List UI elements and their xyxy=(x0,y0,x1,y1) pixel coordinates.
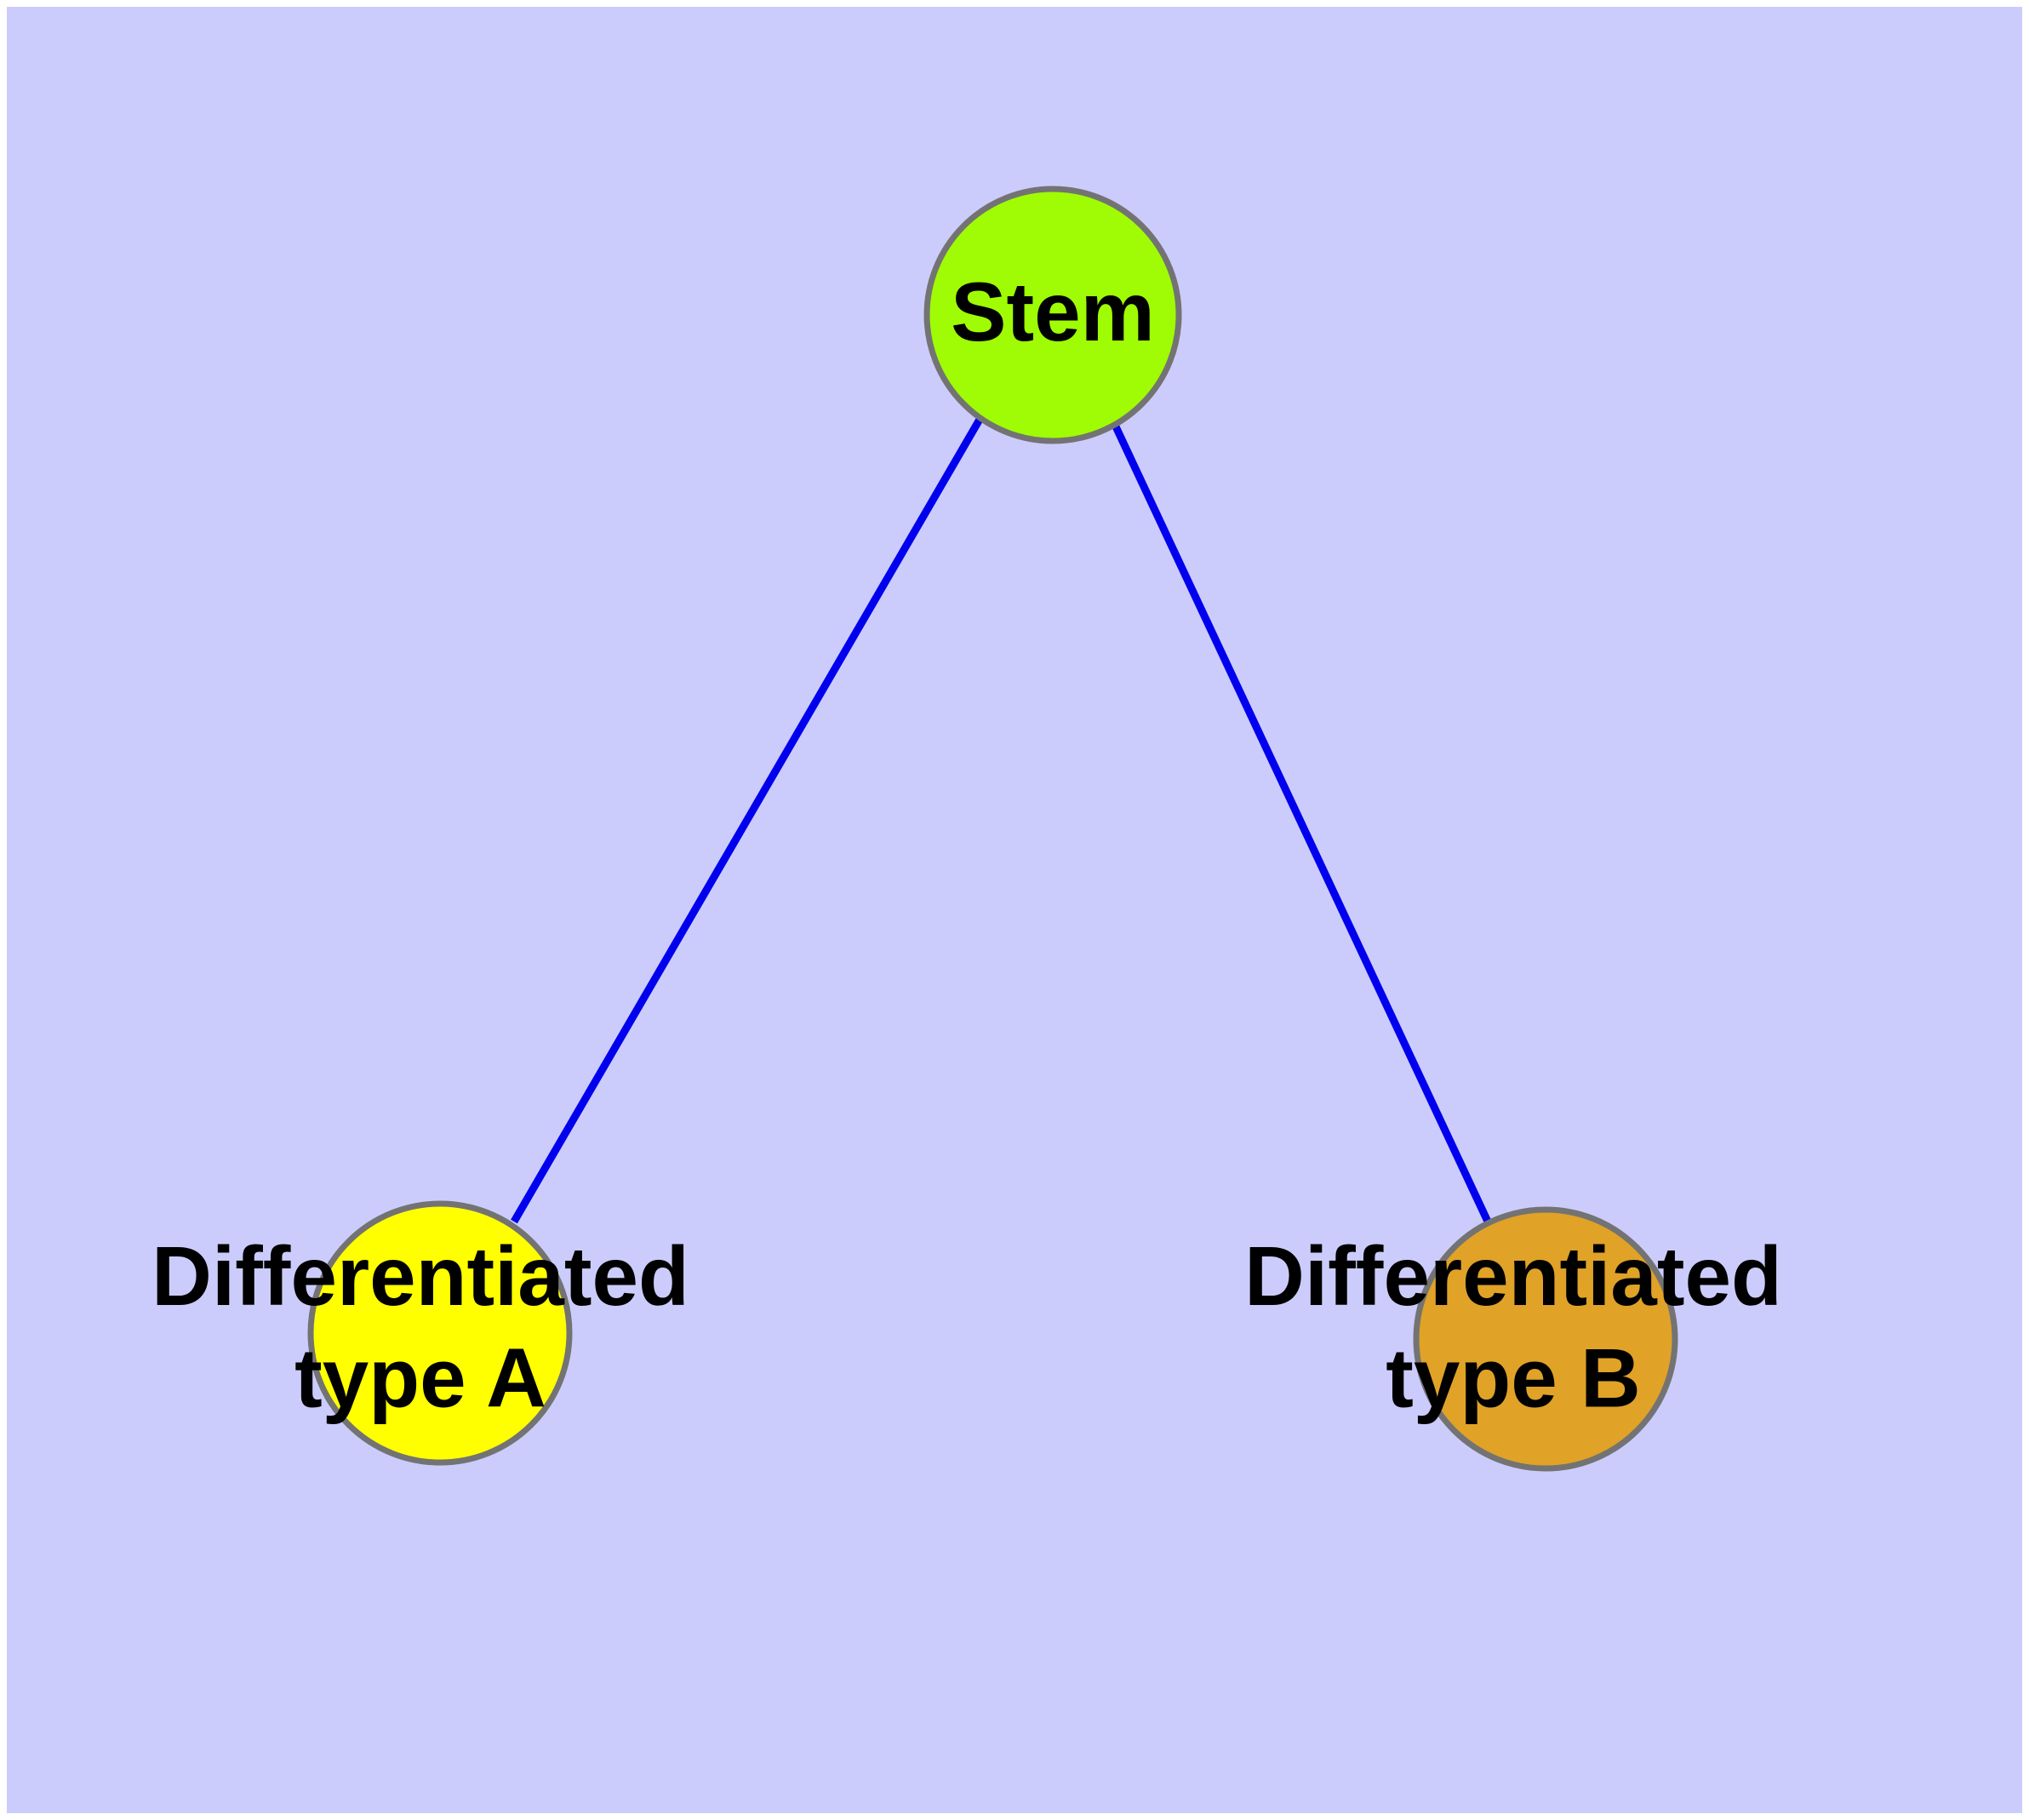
node-stem-label: Stem xyxy=(951,265,1155,358)
node-differentiated-type-a-label-line-2: type A xyxy=(294,1331,546,1425)
label-layer: Differentiated type A Differentiated typ… xyxy=(151,1229,1782,1425)
node-differentiated-type-b-circle[interactable] xyxy=(1413,1206,1678,1472)
node-differentiated-type-a[interactable] xyxy=(307,1200,573,1466)
node-layer: Stem xyxy=(307,186,1678,1472)
node-differentiated-type-b[interactable] xyxy=(1413,1206,1678,1472)
edge-layer xyxy=(511,415,1493,1225)
node-differentiated-type-b-label-line-2: type B xyxy=(1386,1331,1641,1425)
node-stem[interactable]: Stem xyxy=(923,186,1182,444)
edge-stem-to-differentiated-type-a[interactable] xyxy=(511,415,984,1224)
node-differentiated-type-a-label-line-1: Differentiated xyxy=(151,1229,689,1323)
edge-stem-to-differentiated-type-b[interactable] xyxy=(1111,423,1493,1225)
node-differentiated-type-a-circle[interactable] xyxy=(307,1200,573,1466)
node-stem-circle[interactable] xyxy=(923,186,1182,444)
node-differentiated-type-b-label-line-1: Differentiated xyxy=(1244,1229,1782,1323)
